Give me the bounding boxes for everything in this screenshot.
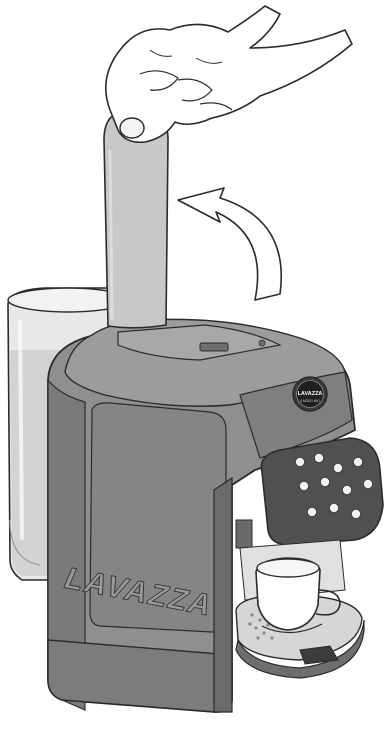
- lift-arrow-icon: [178, 188, 281, 300]
- lavazza-badge: LAVAZZA A MODO MIO: [293, 377, 327, 411]
- badge-text: LAVAZZA: [298, 391, 323, 397]
- badge-subtext: A MODO MIO: [300, 399, 320, 403]
- control-panel: [261, 438, 383, 545]
- hand-icon: [106, 6, 352, 142]
- control-button-icon[interactable]: [315, 454, 324, 463]
- control-button-icon[interactable]: [308, 508, 317, 517]
- control-button-icon[interactable]: [300, 482, 309, 491]
- control-button-icon[interactable]: [364, 480, 373, 489]
- lid-strip: [104, 112, 168, 328]
- control-button-icon[interactable]: [354, 458, 363, 467]
- control-button-icon[interactable]: [330, 504, 339, 513]
- control-button-icon[interactable]: [343, 486, 352, 495]
- control-button-icon[interactable]: [352, 510, 361, 519]
- control-button-icon[interactable]: [296, 458, 305, 467]
- control-button-icon[interactable]: [334, 464, 343, 473]
- control-button-icon[interactable]: [321, 478, 330, 487]
